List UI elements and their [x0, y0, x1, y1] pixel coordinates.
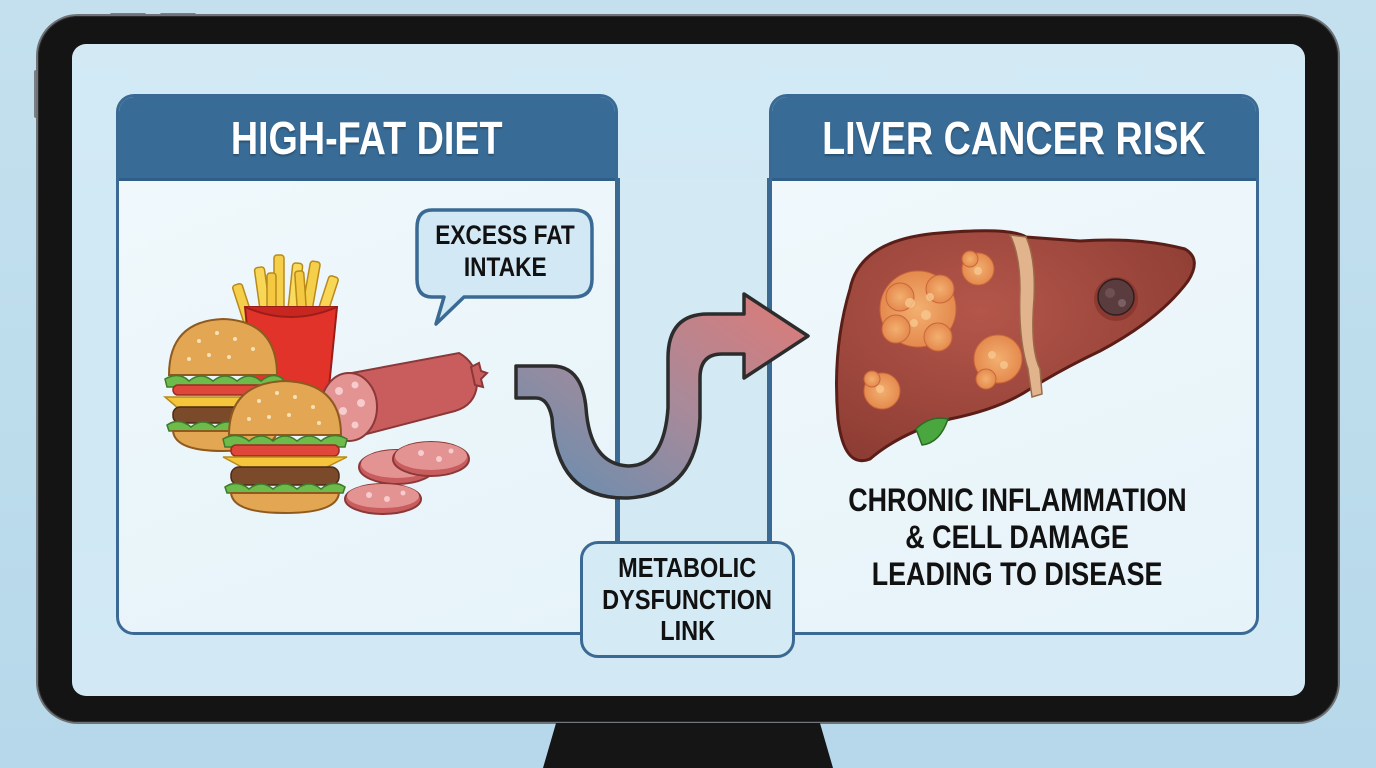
description-line-3: LEADING TO DISEASE [871, 555, 1163, 592]
monitor-side-button [34, 70, 38, 118]
link-label-line-2: DYSFUNCTION [602, 583, 773, 615]
panel-title: LIVER CANCER RISK [822, 111, 1206, 164]
fast-food-illustration [159, 245, 499, 515]
salami-slice-icon [344, 441, 470, 515]
liver-risk-description: CHRONIC INFLAMMATION & CELL DAMAGE LEADI… [812, 482, 1222, 592]
metabolic-dysfunction-link-box: METABOLIC DYSFUNCTION LINK [580, 541, 795, 658]
tumor-icon [1094, 277, 1138, 321]
high-fat-diet-panel: HIGH-FAT DIET EXCESS FAT INTAKE [116, 94, 618, 635]
link-label-line-1: METABOLIC [618, 552, 757, 584]
monitor-stand [543, 723, 833, 768]
speech-bubble-icon [415, 208, 594, 326]
liver-cancer-risk-panel: LIVER CANCER RISK [769, 94, 1259, 635]
description-line-2: & CELL DAMAGE [905, 518, 1129, 555]
panel-title: HIGH-FAT DIET [231, 111, 503, 164]
panel-header: HIGH-FAT DIET [119, 97, 615, 181]
bubble-line-1: EXCESS FAT [435, 220, 575, 250]
speech-bubble: EXCESS FAT INTAKE [414, 207, 596, 329]
curved-arrow-icon [512, 248, 822, 508]
diseased-liver-icon [830, 219, 1200, 469]
burger-icon [222, 379, 348, 515]
salami-icon [320, 351, 489, 442]
monitor-top-button [110, 13, 146, 16]
monitor-top-button [160, 13, 196, 16]
panel-header: LIVER CANCER RISK [772, 97, 1256, 181]
monitor-screen: HIGH-FAT DIET EXCESS FAT INTAKE [72, 44, 1305, 696]
link-label-line-3: LINK [660, 615, 715, 647]
description-line-1: CHRONIC INFLAMMATION [847, 482, 1187, 518]
bubble-line-2: INTAKE [463, 252, 547, 283]
